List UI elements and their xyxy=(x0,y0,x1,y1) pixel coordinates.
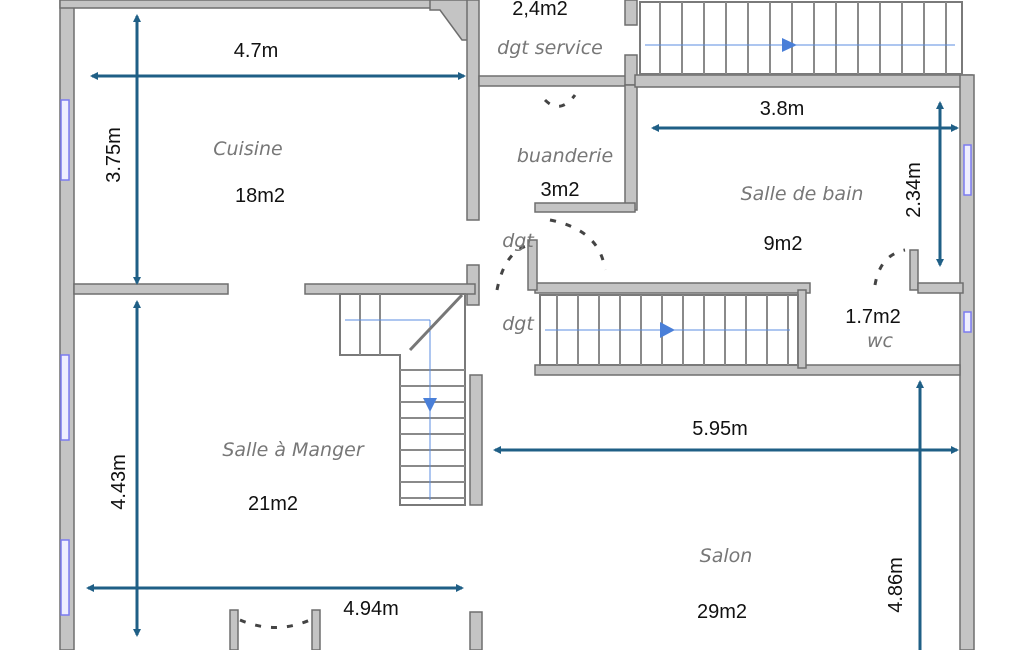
room-area-buanderie: 3m2 xyxy=(541,179,580,201)
room-area-salon: 29m2 xyxy=(697,601,747,623)
dim-label-cuisine-height: 3.75m xyxy=(103,127,125,183)
dimension-lines: 4.7m 3.75m 3.8m 2.34m 5.95m 4.86m 4.94m … xyxy=(86,14,959,650)
dim-label-sdb-height: 2.34m xyxy=(903,162,925,218)
room-name-dgt-service: dgt service xyxy=(497,37,603,59)
room-name-wc: wc xyxy=(867,330,894,352)
room-name-dgt: dgt xyxy=(502,313,535,335)
doors xyxy=(239,94,906,629)
dim-label-salon-height: 4.86m xyxy=(885,557,907,613)
room-area-wc: 1.7m2 xyxy=(845,306,901,328)
room-area-salle-de-bain: 9m2 xyxy=(764,233,803,255)
staircase-main xyxy=(339,293,466,506)
staircase-top xyxy=(639,1,963,75)
dim-label-sam-height: 4.43m xyxy=(108,454,130,510)
staircase-middle xyxy=(539,294,799,366)
windows xyxy=(60,99,972,616)
room-name-salon: Salon xyxy=(700,545,753,567)
room-name-buanderie: buanderie xyxy=(517,145,613,167)
room-name-cuisine: Cuisine xyxy=(213,138,283,160)
dim-label-sam-width: 4.94m xyxy=(343,598,399,620)
room-name-salle-a-manger: Salle à Manger xyxy=(222,439,365,461)
room-area-dgt-service: 2,4m2 xyxy=(512,0,568,20)
room-name-salle-de-bain: Salle de bain xyxy=(741,183,864,205)
room-area-salle-a-manger: 21m2 xyxy=(248,493,298,515)
dim-label-sdb-width: 3.8m xyxy=(760,98,804,120)
room-labels: Cuisine 18m2 2,4m2 dgt service buanderie… xyxy=(213,0,901,623)
room-name-dgt: dgt xyxy=(502,230,535,252)
room-area-cuisine: 18m2 xyxy=(235,185,285,207)
walls xyxy=(59,0,975,650)
dim-label-cuisine-width: 4.7m xyxy=(234,40,278,62)
dim-label-salon-width: 5.95m xyxy=(692,418,748,440)
